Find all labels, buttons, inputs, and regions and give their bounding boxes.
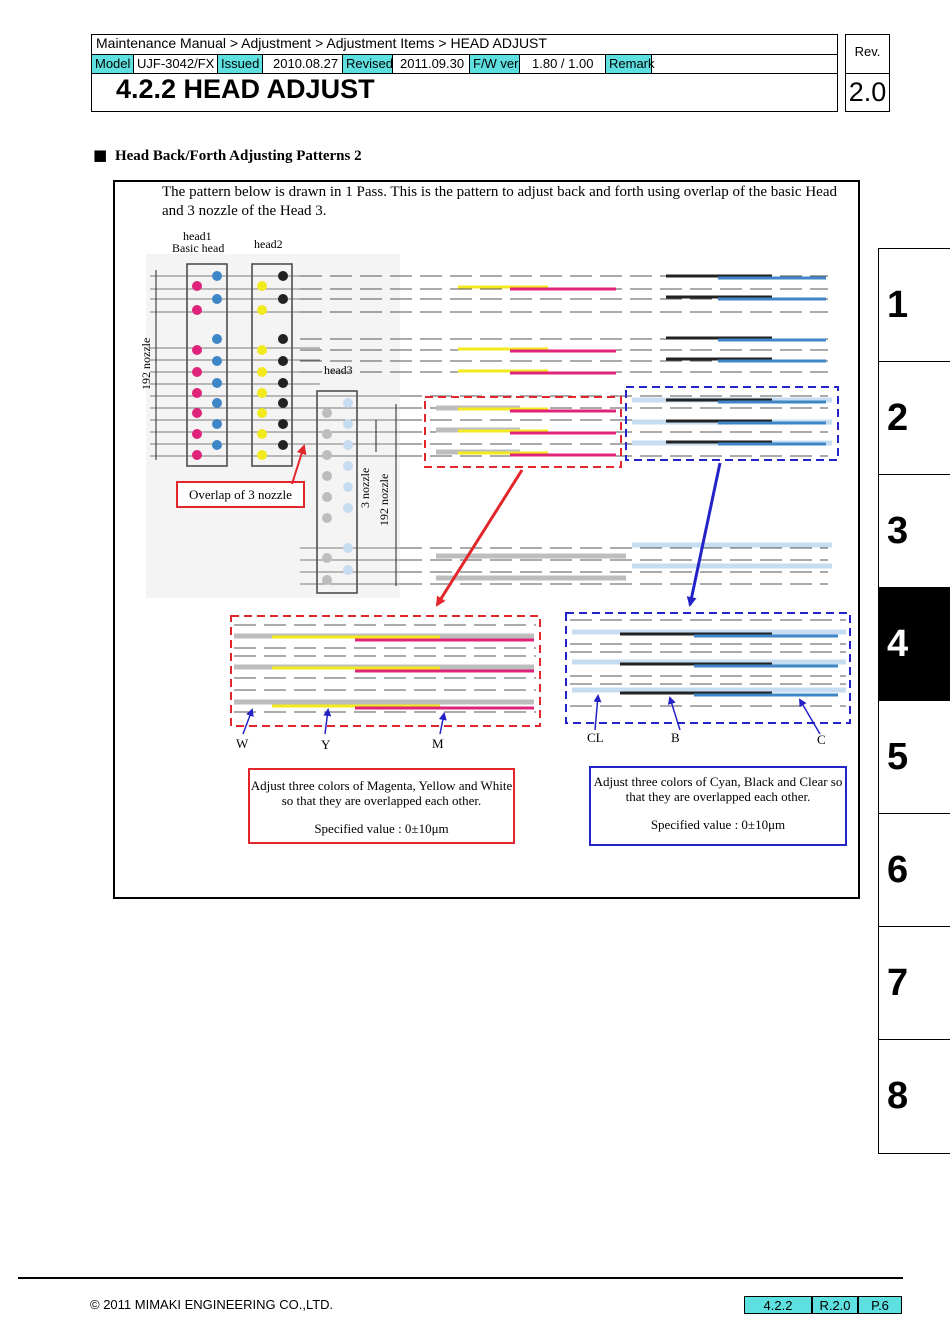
head2-label: head2 bbox=[254, 237, 283, 251]
chapter-tab-4[interactable]: 4 bbox=[878, 587, 950, 700]
color-bars-upper bbox=[458, 274, 826, 375]
head2-frame bbox=[251, 263, 293, 467]
chapter-tab-1[interactable]: 1 bbox=[878, 248, 950, 361]
head3-label: head3 bbox=[324, 363, 353, 377]
breadcrumb: Maintenance Manual > Adjustment > Adjust… bbox=[96, 35, 547, 51]
revision-label: Rev. bbox=[854, 44, 881, 59]
cyan-group-frame bbox=[625, 386, 839, 461]
overlap-label: Overlap of 3 nozzle bbox=[189, 487, 292, 502]
issued-label: Issued bbox=[218, 55, 263, 73]
color-bars-head3 bbox=[436, 542, 832, 581]
overlap-box bbox=[176, 481, 305, 508]
enlarged-magenta-bars bbox=[234, 624, 536, 713]
header-divider bbox=[91, 73, 838, 74]
revised-value: 2011.09.30 bbox=[393, 55, 470, 73]
fw-label: F/W ver bbox=[470, 55, 520, 73]
head-diagram-background bbox=[146, 254, 400, 598]
magenta-spec-value: Specified value : 0±10μm bbox=[314, 821, 449, 836]
cyan-adjust-text: Adjust three colors of Cyan, Black and C… bbox=[593, 774, 843, 804]
dimension-lines bbox=[155, 270, 397, 586]
nozzle-192-right-label: 192 nozzle bbox=[377, 474, 391, 526]
fw-value: 1.80 / 1.00 bbox=[520, 55, 606, 73]
issued-value: 2010.08.27 bbox=[263, 55, 343, 73]
remark-label: Remark bbox=[606, 55, 655, 73]
revision-divider bbox=[845, 73, 890, 74]
nozzle-3-label: 3 nozzle bbox=[358, 468, 372, 508]
head1-nozzles bbox=[192, 271, 222, 460]
revised-label: Revised bbox=[343, 55, 393, 73]
cyan-spec-value: Specified value : 0±10μm bbox=[650, 817, 786, 832]
footer-revision: R.2.0 bbox=[812, 1296, 858, 1314]
overlap-arrow bbox=[291, 444, 307, 485]
magenta-adjust-text: Adjust three colors of Magenta, Yellow a… bbox=[250, 778, 513, 808]
chapter-tab-8[interactable]: 8 bbox=[878, 1039, 950, 1154]
zoom-arrow-blue bbox=[686, 462, 722, 607]
pointer-arrow-b bbox=[667, 696, 681, 731]
figure-frame bbox=[113, 180, 860, 899]
enlarged-magenta-panel bbox=[230, 615, 541, 727]
zoom-arrow-red bbox=[435, 469, 524, 607]
label-b: B bbox=[671, 730, 680, 745]
label-cl: CL bbox=[587, 730, 604, 745]
head-nozzle-lines bbox=[150, 275, 400, 585]
pointer-arrow-w bbox=[242, 708, 254, 735]
head1-frame bbox=[186, 263, 228, 467]
label-y: Y bbox=[321, 737, 331, 752]
model-value: UJF-3042/FX bbox=[134, 55, 218, 73]
revision-value: 2.0 bbox=[848, 77, 887, 107]
label-c: C bbox=[817, 732, 826, 747]
magenta-adjust-note: Adjust three colors of Magenta, Yellow a… bbox=[248, 768, 515, 844]
pointer-arrow-m bbox=[438, 712, 447, 735]
section-heading: ■ Head Back/Forth Adjusting Patterns 2 bbox=[93, 146, 362, 165]
footer-section: 4.2.2 bbox=[744, 1296, 812, 1314]
footer-rule bbox=[18, 1277, 903, 1279]
head1-label: head1 bbox=[183, 229, 212, 243]
section-heading-text: Head Back/Forth Adjusting Patterns 2 bbox=[114, 148, 362, 164]
figure-intro: The pattern below is drawn in 1 Pass. Th… bbox=[162, 184, 837, 219]
chapter-tab-2[interactable]: 2 bbox=[878, 361, 950, 474]
chapter-tab-7[interactable]: 7 bbox=[878, 926, 950, 1039]
chapter-tab-5[interactable]: 5 bbox=[878, 700, 950, 813]
magenta-group-frame bbox=[424, 396, 622, 468]
chapter-tab-6[interactable]: 6 bbox=[878, 813, 950, 926]
head3-frame bbox=[316, 390, 358, 594]
head2-nozzles bbox=[257, 271, 288, 460]
enlarged-cyan-bars bbox=[570, 619, 846, 707]
pointer-arrow-y bbox=[323, 708, 332, 735]
page-title: 4.2.2 HEAD ADJUST bbox=[116, 74, 375, 104]
model-label: Model bbox=[92, 55, 134, 73]
footer-page: P.6 bbox=[858, 1296, 902, 1314]
nozzle-192-left-label: 192 nozzle bbox=[139, 338, 153, 390]
basic-head-label: Basic head bbox=[172, 241, 224, 255]
color-bars-blue-group bbox=[632, 397, 832, 446]
enlarged-cyan-panel bbox=[565, 612, 851, 724]
color-bars-red-group bbox=[436, 405, 616, 457]
header-divider bbox=[91, 54, 838, 55]
label-w: W bbox=[236, 736, 249, 751]
head3-nozzles bbox=[322, 398, 353, 585]
bullet-icon: ■ bbox=[93, 146, 108, 164]
cyan-adjust-note: Adjust three colors of Cyan, Black and C… bbox=[589, 766, 847, 846]
chapter-tab-3[interactable]: 3 bbox=[878, 474, 950, 587]
footer-copyright: © 2011 MIMAKI ENGINEERING CO.,LTD. bbox=[90, 1297, 334, 1312]
pointer-arrow-cl bbox=[593, 694, 602, 731]
label-m: M bbox=[432, 736, 444, 751]
pointer-arrow-c bbox=[798, 698, 821, 735]
